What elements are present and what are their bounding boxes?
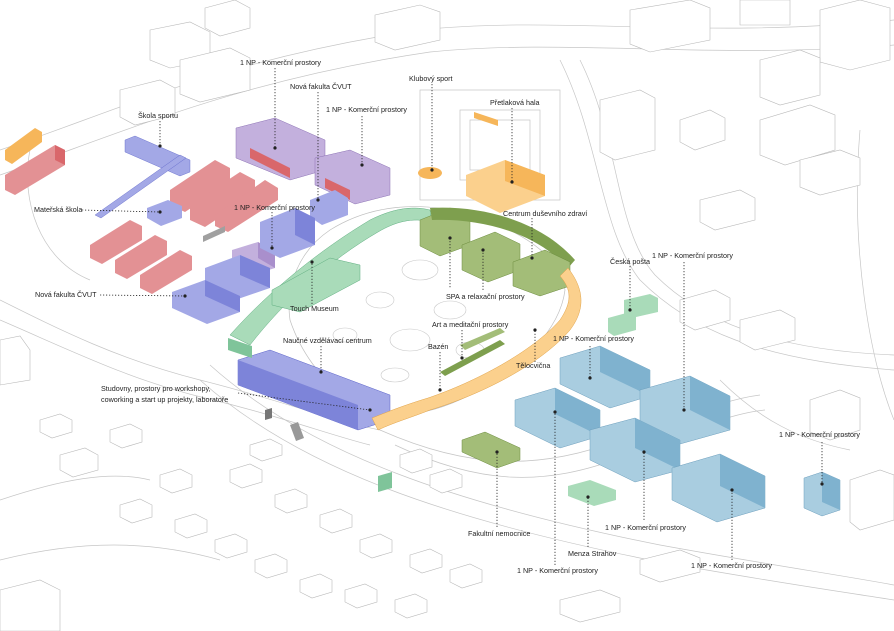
label-np-komercni-bottom-far: 1 NP - Komerční prostory — [691, 561, 772, 570]
label-menza-strahov: Menza Strahov — [568, 549, 617, 558]
label-np-komercni-far-right: 1 NP - Komerční prostory — [779, 430, 860, 439]
label-naucne: Naučné vzdělávací centrum — [283, 336, 372, 345]
label-skola-sportu: Škola sportu — [138, 111, 178, 120]
red-residential-blocks — [5, 145, 278, 294]
label-nova-fakulta-top: Nová fakulta ČVUT — [290, 82, 352, 91]
label-touch-museum: Touch Museum — [290, 304, 339, 313]
blue-buildings — [94, 135, 391, 431]
label-centrum-dusevniho: Centrum duševního zdraví — [503, 209, 587, 218]
label-np-komercni-left: 1 NP - Komerční prostory — [234, 203, 315, 212]
label-pretlakova-hala: Přetlaková hala — [490, 98, 540, 107]
orange-arc-building — [371, 267, 582, 431]
label-np-komercni-center: 1 NP - Komerční prostory — [553, 334, 634, 343]
label-np-komercni-bottom-center: 1 NP - Komerční prostory — [517, 566, 598, 575]
label-bazen: Bazén — [428, 342, 448, 351]
label-np-komercni-mid: 1 NP - Komerční prostory — [326, 105, 407, 114]
small-elements — [203, 226, 304, 441]
label-telocvicna: Tělocvična — [516, 361, 550, 370]
labels: 1 NP - Komerční prostory Nová fakulta ČV… — [34, 58, 860, 575]
label-klubovy-sport: Klubový sport — [409, 74, 453, 83]
label-studovny-line2: coworking a start up projekty, laboratoř… — [101, 395, 228, 404]
label-materska-skola: Mateřská škola — [34, 205, 82, 214]
label-studovny-line1: Studovny, prostory pro workshopy, — [101, 384, 211, 393]
label-np-komercni-right-top: 1 NP - Komerční prostory — [652, 251, 733, 260]
label-art: Art a meditační prostory — [432, 320, 509, 329]
olive-buildings — [419, 207, 575, 469]
leader-lines — [81, 68, 824, 565]
label-nova-fakulta-bottom: Nová fakulta ČVUT — [35, 290, 97, 299]
orange-buildings — [5, 112, 545, 213]
label-ceska-posta: Česká pošta — [610, 257, 650, 266]
green-arc-building — [228, 207, 658, 506]
label-np-komercni-top: 1 NP - Komerční prostory — [240, 58, 321, 67]
label-fakultni-nemocnice: Fakultní nemocnice — [468, 529, 530, 538]
label-spa: SPA a relaxační prostory — [446, 292, 525, 301]
label-np-komercni-bottom-right: 1 NP - Komerční prostory — [605, 523, 686, 532]
